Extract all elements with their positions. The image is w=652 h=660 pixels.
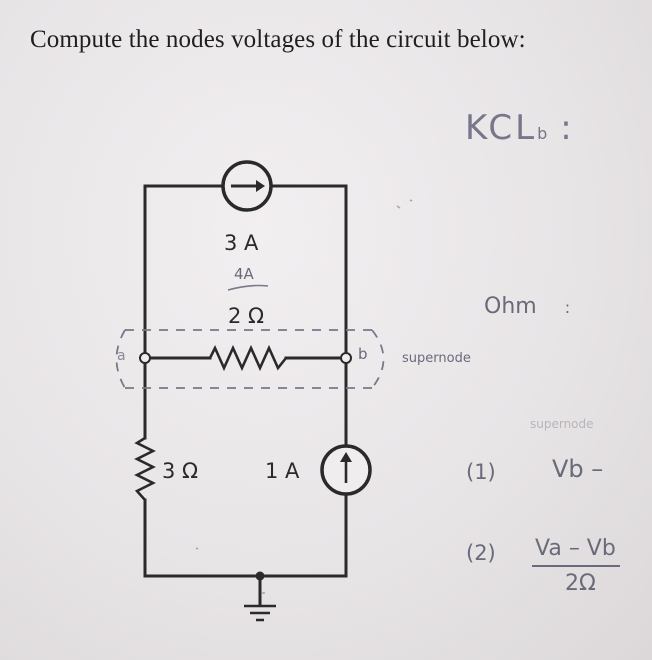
handwriting-step1-expr: Vb – [552, 455, 604, 483]
handwriting-node-b: b [358, 345, 368, 363]
ground-symbol [244, 604, 276, 622]
label-3ohm: 3 Ω [162, 459, 199, 483]
handwriting-4A: 4A [234, 265, 254, 283]
pencil-marks [195, 199, 413, 594]
handwriting-ohm: Ohm: [484, 294, 570, 319]
question-text: Compute the nodes voltages of the circui… [30, 26, 526, 53]
current-source-right [320, 444, 372, 496]
handwriting-supernode-faint: supernode [530, 417, 594, 431]
handwriting-step2-denominator: 2Ω [565, 571, 596, 596]
ground-node-dot [255, 571, 265, 581]
kcl-subscript: b [537, 124, 551, 143]
kcl-text: KCL [465, 108, 538, 148]
resistor-2ohm [208, 344, 288, 372]
ohm-colon: : [564, 298, 571, 317]
resistor-3ohm [134, 436, 156, 501]
kcl-colon: : [560, 108, 575, 148]
supernode-outline [115, 329, 385, 389]
handwriting-step1-num: (1) [466, 460, 496, 484]
correction-underline [227, 284, 269, 291]
current-source-top [221, 160, 273, 212]
handwriting-kcl: KCLb: [465, 108, 575, 148]
handwriting-step2-num: (2) [466, 541, 496, 565]
label-1A: 1 A [265, 459, 300, 483]
node-a-terminal [139, 352, 151, 364]
ohm-text: Ohm [484, 294, 537, 319]
label-2ohm: 2 Ω [228, 304, 265, 328]
handwriting-supernode: supernode [402, 351, 471, 366]
node-b-terminal [340, 352, 352, 364]
handwriting-node-a: a [117, 348, 126, 364]
handwriting-step2-numerator: Va – Vb [535, 536, 616, 561]
label-3A: 3 A [224, 231, 259, 255]
